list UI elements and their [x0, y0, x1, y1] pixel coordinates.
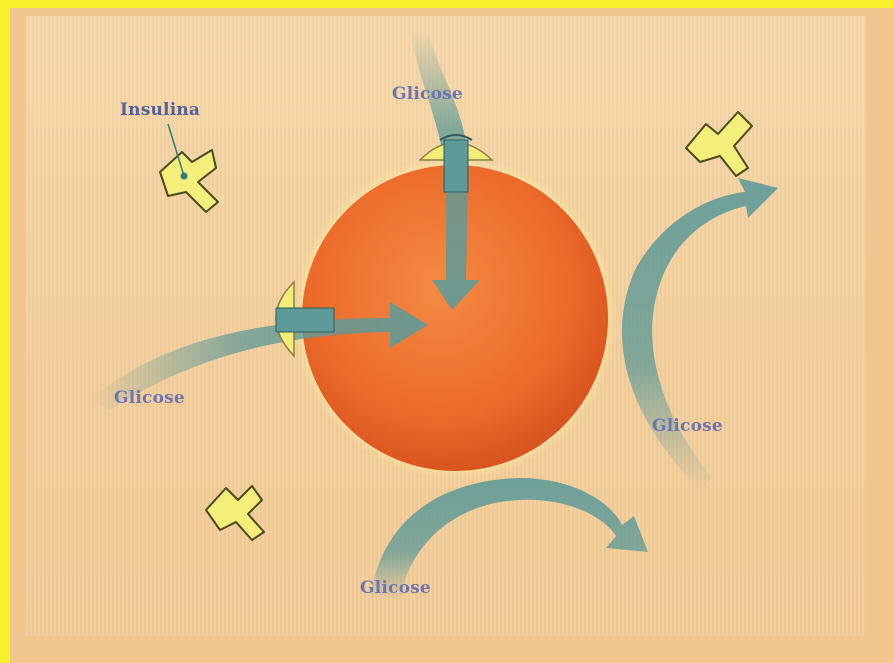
insulin-molecule-labelled: [160, 124, 218, 212]
insulin-label: Insulina: [120, 100, 200, 120]
glucose-arrow-right: [622, 178, 778, 490]
glucose-label-top: Glicose: [392, 84, 463, 104]
insulin-molecule-bottom-left: [206, 486, 264, 540]
insulin-molecule-top-right: [686, 112, 752, 176]
glucose-label-left: Glicose: [114, 388, 185, 408]
glucose-label-right: Glicose: [652, 416, 723, 436]
glucose-label-bottom: Glicose: [360, 578, 431, 598]
